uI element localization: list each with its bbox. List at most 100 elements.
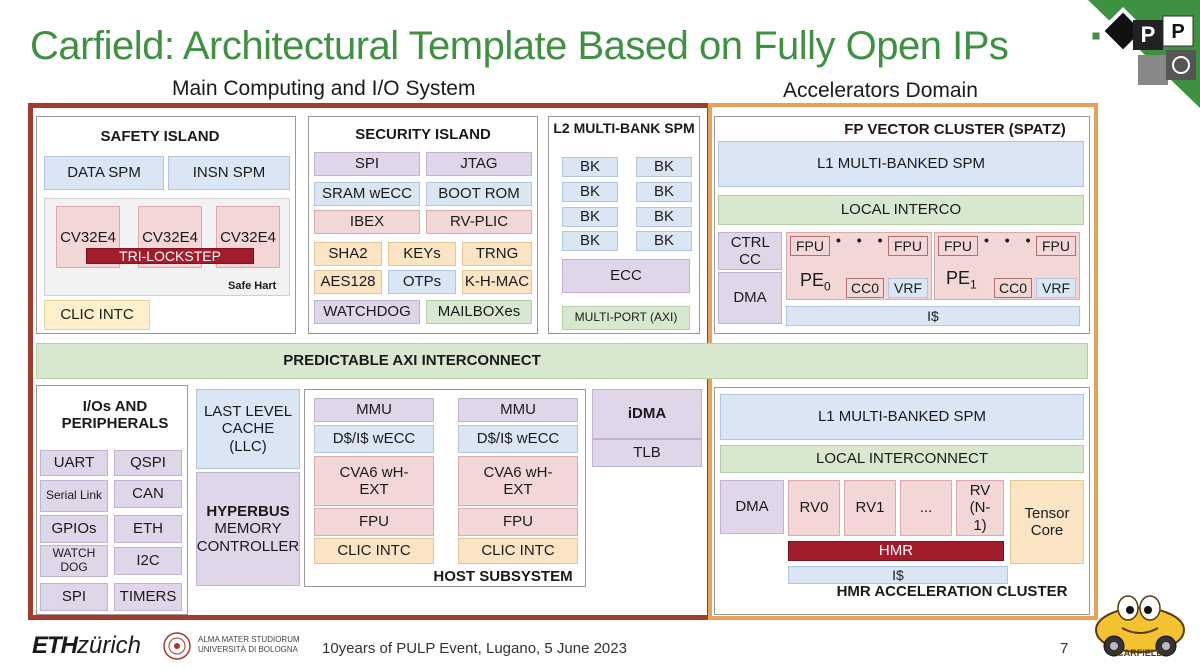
last-level-cache: LAST LEVEL CACHE (LLC) xyxy=(196,389,300,469)
l2-multi-port-axi: MULTI-PORT (AXI) xyxy=(562,306,690,330)
l2-bank: BK xyxy=(562,157,618,177)
spatz-dma: DMA xyxy=(718,272,782,324)
spatz-pe1-fpu-b: FPU xyxy=(1036,236,1076,256)
ibex-core: IBEX xyxy=(314,210,420,234)
mailboxes: MAILBOXes xyxy=(426,300,532,324)
spatz-pe0-fpu-b: FPU xyxy=(888,236,928,256)
io-watchdog: WATCH DOG xyxy=(40,545,108,577)
eth-bold: ETH xyxy=(32,632,78,659)
carfield-mascot xyxy=(1092,578,1188,666)
host-clic-1: CLIC INTC xyxy=(458,538,578,564)
predictable-axi-interconnect: PREDICTABLE AXI INTERCONNECT xyxy=(36,343,1088,379)
host-cva6-1: CVA6 wH-EXT xyxy=(458,456,578,506)
spatz-ctrl-cc: CTRL CC xyxy=(718,232,782,270)
spatz-pe0-fpu-a: FPU xyxy=(790,236,830,256)
data-spm: DATA SPM xyxy=(44,156,164,190)
hmr-title: HMR ACCELERATION CLUSTER xyxy=(836,583,1068,600)
security-island-title: SECURITY ISLAND xyxy=(355,126,491,143)
host-mmu-0: MMU xyxy=(314,398,434,422)
l2-bank: BK xyxy=(562,231,618,251)
spatz-pe0-label: PE0 xyxy=(800,270,831,294)
spatz-pe0-dots: • • • xyxy=(836,232,889,248)
sram-wecc: SRAM wECC xyxy=(314,182,420,206)
page-number: 7 xyxy=(1060,640,1069,657)
insn-spm: INSN SPM xyxy=(168,156,290,190)
security-jtag: JTAG xyxy=(426,152,532,176)
eth: ETH xyxy=(114,515,182,543)
bologna-seal-icon xyxy=(162,631,192,661)
l2-bank: BK xyxy=(636,207,692,227)
l2-bank: BK xyxy=(562,207,618,227)
aes128: AES128 xyxy=(314,270,382,294)
safe-hart-label: Safe Hart xyxy=(228,280,277,292)
serial-link: Serial Link xyxy=(40,480,108,512)
pulp-logo: P P xyxy=(1078,0,1200,108)
pe-label: PE xyxy=(946,268,971,288)
spatz-pe1-fpu-a: FPU xyxy=(938,236,978,256)
hyperbus-memory-controller: HYPERBUS MEMORY CONTROLLER xyxy=(196,472,300,586)
l2-bank: BK xyxy=(636,157,692,177)
otps: OTPs xyxy=(388,270,456,294)
host-fpu-0: FPU xyxy=(314,508,434,536)
hmr-rv1: RV1 xyxy=(844,480,896,536)
host-fpu-1: FPU xyxy=(458,508,578,536)
pe-label: PE xyxy=(800,270,825,290)
hmr-bar: HMR xyxy=(788,541,1004,561)
pe-sub: 1 xyxy=(970,277,977,292)
spatz-pe1-dots: • • • xyxy=(984,232,1037,248)
sha2: SHA2 xyxy=(314,242,382,266)
idma-tlb: TLB xyxy=(592,439,702,467)
svg-text:P: P xyxy=(1141,22,1156,47)
cv32e4-label: CV32E4 xyxy=(220,229,276,246)
boot-rom: BOOT ROM xyxy=(426,182,532,206)
hmr-ellipsis: ... xyxy=(900,480,952,536)
host-clic-0: CLIC INTC xyxy=(314,538,434,564)
bologna-top: ALMA MATER STUDIORUM xyxy=(198,635,300,644)
event-text: 10years of PULP Event, Lugano, 5 June 20… xyxy=(322,640,627,657)
io-peripherals-title: I/Os AND PERIPHERALS xyxy=(61,398,169,433)
eth-zurich-logo: ETHzürich xyxy=(32,632,141,660)
svg-text:P: P xyxy=(1171,21,1184,43)
main-domain-label: Main Computing and I/O System xyxy=(172,77,476,100)
cv32e4-label: CV32E4 xyxy=(142,229,198,246)
spatz-l1-spm: L1 MULTI-BANKED SPM xyxy=(718,141,1084,187)
host-subsystem-title: HOST SUBSYSTEM xyxy=(433,568,573,585)
hmr-tensor-core: Tensor Core xyxy=(1010,480,1084,564)
spatz-pe1-label: PE1 xyxy=(946,268,977,292)
io-spi: SPI xyxy=(40,583,108,611)
hmr-dma: DMA xyxy=(720,480,784,534)
rv-plic: RV-PLIC xyxy=(426,210,532,234)
uart: UART xyxy=(40,450,108,476)
host-mmu-1: MMU xyxy=(458,398,578,422)
hmr-rv0: RV0 xyxy=(788,480,840,536)
i2c: I2C xyxy=(114,547,182,575)
hmr-l1-spm: L1 MULTI-BANKED SPM xyxy=(720,394,1084,440)
spatz-pe1-vrf: VRF xyxy=(1036,278,1076,298)
trng: TRNG xyxy=(462,242,532,266)
hmr-rv-n-1: RV (N-1) xyxy=(956,480,1004,536)
bologna-bottom: UNIVERSITÀ DI BOLOGNA xyxy=(198,644,299,654)
safety-island-title: SAFETY ISLAND xyxy=(100,128,220,145)
axi-label: PREDICTABLE AXI INTERCONNECT xyxy=(283,352,541,370)
slide-title: Carfield: Architectural Template Based o… xyxy=(30,24,1009,68)
spatz-local-interco: LOCAL INTERCO xyxy=(718,195,1084,225)
eth-rest: zürich xyxy=(77,632,142,659)
hmr-icache: I$ xyxy=(788,566,1008,584)
qspi: QSPI xyxy=(114,450,182,476)
k-h-mac: K-H-MAC xyxy=(462,270,532,294)
hyperbus-sub: MEMORY CONTROLLER xyxy=(196,520,300,555)
pe-sub: 0 xyxy=(824,279,831,294)
l2-bank: BK xyxy=(636,231,692,251)
tri-lockstep-bar: TRI-LOCKSTEP xyxy=(86,248,254,264)
spatz-title: FP VECTOR CLUSTER (SPATZ) xyxy=(844,121,1066,138)
idma: iDMA xyxy=(592,389,702,439)
accelerators-domain-label: Accelerators Domain xyxy=(783,79,978,102)
host-cache-1: D$/I$ wECC xyxy=(458,425,578,453)
keys: KEYs xyxy=(388,242,456,266)
l2-ecc: ECC xyxy=(562,259,690,293)
l2-spm-title: L2 MULTI-BANK SPM xyxy=(553,120,695,136)
safety-clic-intc: CLIC INTC xyxy=(44,300,150,330)
security-watchdog: WATCHDOG xyxy=(314,300,420,324)
bologna-text: ALMA MATER STUDIORUM UNIVERSITÀ DI BOLOG… xyxy=(198,635,300,654)
l2-bank: BK xyxy=(636,182,692,202)
